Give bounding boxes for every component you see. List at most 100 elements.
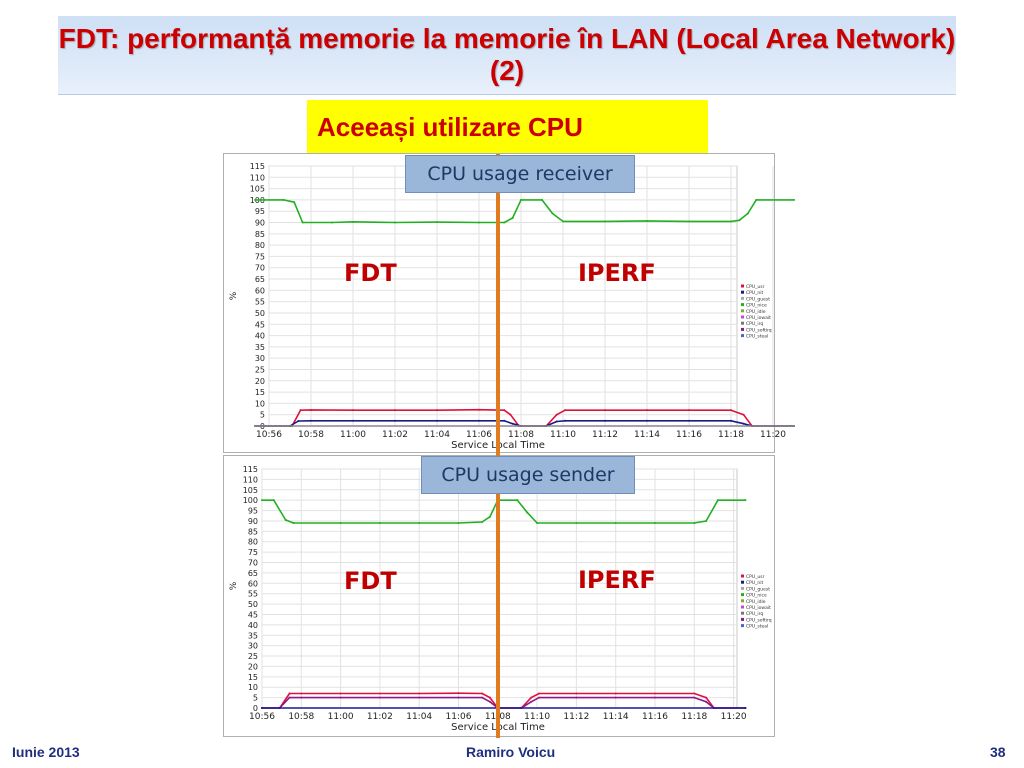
legend-marker: [741, 296, 744, 300]
series-point: [575, 522, 578, 525]
series-point: [331, 221, 333, 224]
series-point: [654, 692, 656, 695]
series-point: [730, 220, 732, 223]
series-point: [457, 522, 460, 525]
y-tick-label: 110: [250, 173, 265, 182]
series-point: [688, 220, 690, 223]
y-tick-label: 40: [248, 621, 258, 630]
series-point: [378, 696, 381, 699]
series-point: [530, 696, 533, 699]
y-tick-label: 35: [255, 343, 265, 352]
series-point: [744, 707, 747, 709]
x-tick-label: 11:06: [466, 430, 492, 440]
y-tick-label: 85: [248, 527, 258, 536]
series-point: [646, 409, 648, 412]
series-point: [352, 419, 354, 422]
legend-label: CPU_nice: [746, 593, 767, 599]
series-point: [541, 198, 543, 201]
legend-marker: [741, 624, 744, 628]
y-axis-title: %: [229, 291, 239, 300]
series-point: [693, 522, 696, 525]
y-tick-label: 0: [253, 704, 258, 713]
y-tick-label: 100: [243, 496, 258, 505]
y-tick-label: 105: [250, 185, 265, 194]
y-tick-label: 70: [248, 559, 258, 568]
legend-marker: [741, 611, 744, 615]
y-tick-label: 10: [255, 399, 265, 408]
plot-area: [268, 165, 738, 427]
y-tick-label: 20: [255, 377, 265, 386]
series-point: [688, 419, 690, 422]
legend-label: CPU_nit: [746, 580, 764, 586]
series-point: [488, 700, 491, 703]
series-point: [516, 499, 519, 502]
series-point: [418, 696, 421, 699]
legend-marker: [741, 599, 744, 603]
series-point: [299, 409, 302, 412]
series-point: [457, 692, 460, 695]
x-tick-label: 10:58: [288, 712, 314, 722]
legend-marker: [741, 580, 744, 584]
series-point: [300, 692, 303, 695]
legend-marker: [741, 303, 744, 307]
y-tick-label: 80: [255, 241, 265, 250]
series-point: [488, 515, 491, 518]
series-point: [564, 419, 567, 422]
legend-label: CPU_iowait: [746, 315, 771, 321]
series-point: [394, 419, 396, 422]
series-point: [746, 212, 749, 215]
x-tick-label: 11:04: [406, 712, 432, 722]
legend-label: CPU_irq: [746, 611, 763, 617]
series-point: [693, 696, 696, 699]
series-point: [716, 499, 719, 502]
legend-marker: [741, 574, 744, 578]
y-tick-label: 30: [255, 354, 265, 363]
y-tick-label: 10: [248, 683, 258, 692]
series-point: [705, 696, 708, 699]
legend-label: CPU_idle: [746, 309, 766, 315]
series-point: [530, 700, 533, 703]
series-point: [394, 409, 396, 412]
x-tick-label: 10:56: [249, 712, 275, 722]
series-point: [536, 522, 539, 525]
series-point: [646, 419, 648, 422]
legend-label: CPU_softirq: [746, 617, 772, 623]
series-point: [688, 409, 690, 412]
series-point: [614, 522, 617, 525]
series-point: [284, 518, 287, 521]
y-tick-label: 95: [255, 207, 265, 216]
x-tick-label: 11:20: [721, 712, 747, 722]
series-point: [297, 420, 300, 423]
x-tick-label: 11:00: [328, 712, 354, 722]
series-point: [538, 692, 541, 695]
x-tick-label: 11:06: [446, 712, 472, 722]
x-tick-label: 11:14: [603, 712, 629, 722]
y-tick-label: 80: [248, 538, 258, 547]
y-tick-label: 5: [253, 694, 258, 703]
subtitle-text: Aceeași utilizare CPU: [317, 111, 583, 142]
y-tick-label: 50: [248, 600, 258, 609]
label-fdt-sender: FDT: [344, 567, 397, 595]
label-fdt-receiver: FDT: [344, 259, 397, 287]
series-point: [511, 422, 514, 425]
legend-marker: [741, 321, 744, 325]
y-tick-label: 15: [255, 388, 265, 397]
y-tick-label: 30: [248, 642, 258, 651]
slide-title-bar: FDT: performanță memorie la memorie în L…: [58, 16, 956, 95]
y-tick-label: 85: [255, 230, 265, 239]
series-point: [693, 692, 696, 695]
legend-marker: [741, 334, 744, 338]
cpu-receiver-chart-svg: 0510152025303540455055606570758085909510…: [229, 162, 795, 451]
y-tick-label: 15: [248, 673, 258, 682]
series-point: [742, 422, 745, 425]
slide-title: FDT: performanță memorie la memorie în L…: [58, 23, 956, 86]
y-tick-label: 70: [255, 264, 265, 273]
x-tick-label: 11:02: [382, 430, 408, 440]
y-tick-label: 60: [248, 579, 258, 588]
series-point: [488, 696, 491, 699]
legend-marker: [741, 327, 744, 331]
y-tick-label: 65: [255, 275, 265, 284]
series-point: [339, 696, 342, 699]
x-tick-label: 11:12: [563, 712, 589, 722]
y-tick-label: 115: [250, 162, 265, 171]
